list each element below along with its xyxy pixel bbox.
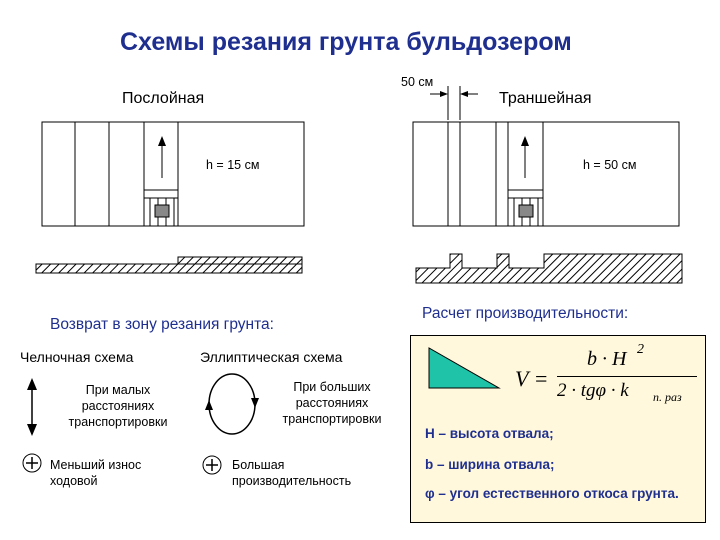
formula-denominator: 2 · tgφ · k [557,380,629,401]
def-height: H – высота отвала; [425,426,554,441]
shuttle-title: Челночная схема [20,349,134,365]
layer-cutting-label: Послойная [122,90,205,107]
height-triangle-icon [428,347,501,389]
bulldozer-icon [507,189,544,227]
elliptical-title: Эллиптическая схема [200,349,343,365]
formula-equals: = [535,366,548,391]
plus-icon [22,453,42,473]
shuttle-advantage: Меньший износ ходовой [50,458,142,488]
trench-cutting-profile [415,253,683,284]
productivity-heading: Расчет производительности: [422,305,629,322]
gap-dimension-label: 50 см [401,75,434,89]
def-angle: φ – угол естественного откоса грунта. [425,486,679,501]
formula-lhs: V [515,366,529,391]
return-heading: Возврат в зону резания грунта: [50,316,274,333]
layer-cutting-profile [35,256,303,274]
trench-cutting-plan [412,86,680,227]
shuttle-condition: При малых расстояниях транспортировки [68,383,168,429]
productivity-panel: V = b · H 2 2 · tgφ · k п. раз H – высот… [410,335,706,523]
formula-subscript: п. раз [653,390,682,404]
trench-depth-label: h = 50 см [583,158,637,172]
formula-exponent: 2 [637,342,644,357]
trench-cutting-label: Траншейная [499,90,592,107]
elliptical-condition: При больших расстояниях транспортировки [282,380,382,426]
elliptical-advantage: Большая производительность [232,458,352,488]
def-width: b – ширина отвала; [425,457,555,472]
page-title: Схемы резания грунта бульдозером [120,28,572,56]
shuttle-arrow-icon [27,378,37,436]
formula-numerator: b · H [587,348,627,370]
layer-cutting-plan [41,121,305,227]
layer-depth-label: h = 15 см [206,158,260,172]
fraction-bar [557,376,697,377]
bulldozer-icon [143,189,179,227]
productivity-formula: V = b · H 2 2 · tgφ · k п. раз [515,342,703,406]
plus-icon [202,455,222,475]
ellipse-loop-icon [205,373,259,435]
